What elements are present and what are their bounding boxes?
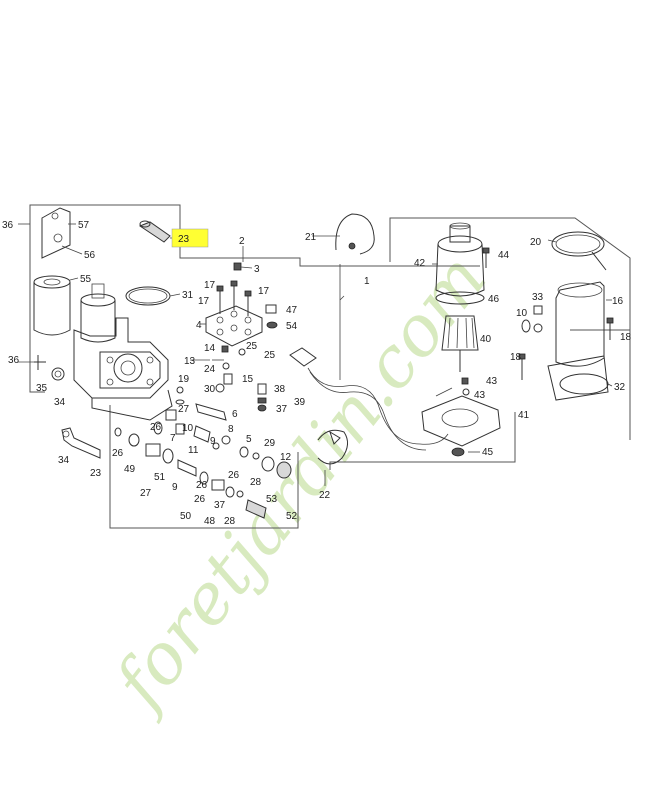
- callout-24[interactable]: 24: [204, 364, 216, 375]
- callout-18[interactable]: 18: [510, 352, 522, 363]
- callout-28[interactable]: 28: [224, 516, 236, 527]
- valve-row: [114, 403, 292, 519]
- callout-7[interactable]: 7: [170, 433, 176, 444]
- callout-5[interactable]: 5: [246, 434, 252, 445]
- callout-8[interactable]: 8: [228, 424, 234, 435]
- wiring-harness: [289, 213, 449, 465]
- callout-40[interactable]: 40: [480, 334, 492, 345]
- callout-2[interactable]: 2: [239, 236, 245, 247]
- callout-21[interactable]: 21: [305, 232, 317, 243]
- callout-54[interactable]: 54: [286, 321, 298, 332]
- callout-4[interactable]: 4: [196, 320, 202, 331]
- callout-45[interactable]: 45: [482, 447, 494, 458]
- callout-44[interactable]: 44: [498, 250, 510, 261]
- callout-1[interactable]: 1: [364, 276, 370, 287]
- manifold-assembly: [175, 262, 278, 412]
- callout-53[interactable]: 53: [266, 494, 278, 505]
- callout-55[interactable]: 55: [80, 274, 92, 285]
- callout-18[interactable]: 18: [620, 332, 632, 343]
- callout-46[interactable]: 46: [488, 294, 500, 305]
- callout-27[interactable]: 27: [140, 488, 152, 499]
- assembly-frames: [18, 204, 631, 529]
- callout-26[interactable]: 26: [112, 448, 124, 459]
- callout-34[interactable]: 34: [54, 397, 66, 408]
- callout-38[interactable]: 38: [274, 384, 286, 395]
- callout-25[interactable]: 25: [246, 341, 258, 352]
- left-reservoir-assembly: [33, 207, 173, 459]
- callout-49[interactable]: 49: [124, 464, 136, 475]
- callout-16[interactable]: 16: [612, 296, 624, 307]
- callout-26[interactable]: 26: [150, 422, 162, 433]
- callout-41[interactable]: 41: [518, 410, 530, 421]
- callout-48[interactable]: 48: [204, 516, 216, 527]
- callout-19[interactable]: 19: [178, 374, 190, 385]
- callout-11[interactable]: 11: [188, 445, 199, 456]
- callout-47[interactable]: 47: [286, 305, 298, 316]
- highlight-box: [171, 228, 209, 248]
- callout-10[interactable]: 10: [182, 423, 194, 434]
- callout-30[interactable]: 30: [204, 384, 216, 395]
- callout-42[interactable]: 42: [414, 258, 426, 269]
- callout-51[interactable]: 51: [154, 472, 166, 483]
- callout-43[interactable]: 43: [486, 376, 498, 387]
- callout-31[interactable]: 31: [182, 290, 194, 301]
- callout-57[interactable]: 57: [78, 220, 90, 231]
- callout-52[interactable]: 52: [286, 511, 298, 522]
- callout-17[interactable]: 17: [198, 296, 210, 307]
- callout-36[interactable]: 36: [2, 220, 14, 231]
- callout-15[interactable]: 15: [242, 374, 254, 385]
- callout-32[interactable]: 32: [614, 382, 626, 393]
- callout-10[interactable]: 10: [516, 308, 528, 319]
- callout-9[interactable]: 9: [210, 436, 216, 447]
- callout-36[interactable]: 36: [8, 355, 20, 366]
- callout-13[interactable]: 13: [184, 356, 196, 367]
- callout-25[interactable]: 25: [264, 350, 276, 361]
- callout-12[interactable]: 12: [280, 452, 292, 463]
- callout-26[interactable]: 26: [228, 470, 240, 481]
- callout-3[interactable]: 3: [254, 264, 260, 275]
- callout-28[interactable]: 28: [250, 477, 262, 488]
- callout-14[interactable]: 14: [204, 343, 216, 354]
- callout-33[interactable]: 33: [532, 292, 544, 303]
- callout-17[interactable]: 17: [204, 280, 216, 291]
- callout-35[interactable]: 35: [36, 383, 48, 394]
- callout-29[interactable]: 29: [264, 438, 276, 449]
- callout-43[interactable]: 43: [474, 390, 486, 401]
- callout-6[interactable]: 6: [232, 409, 238, 420]
- callout-27[interactable]: 27: [178, 404, 190, 415]
- callout-39[interactable]: 39: [294, 397, 306, 408]
- callout-50[interactable]: 50: [180, 511, 192, 522]
- callout-26[interactable]: 26: [196, 480, 208, 491]
- callout-labels: 23 57 56 36 55 31 2 3 17 17 17 47 54 4 1…: [2, 220, 632, 527]
- callout-37[interactable]: 37: [276, 404, 288, 415]
- callout-9[interactable]: 9: [172, 482, 178, 493]
- callout-22[interactable]: 22: [319, 490, 331, 501]
- callout-37[interactable]: 37: [214, 500, 226, 511]
- callout-20[interactable]: 20: [530, 237, 542, 248]
- callout-23-highlighted[interactable]: 23: [178, 234, 190, 245]
- callout-26[interactable]: 26: [194, 494, 206, 505]
- callout-56[interactable]: 56: [84, 250, 96, 261]
- pin-23-top: [138, 220, 171, 243]
- callout-17[interactable]: 17: [258, 286, 270, 297]
- callout-23[interactable]: 23: [90, 468, 102, 479]
- callout-34[interactable]: 34: [58, 455, 70, 466]
